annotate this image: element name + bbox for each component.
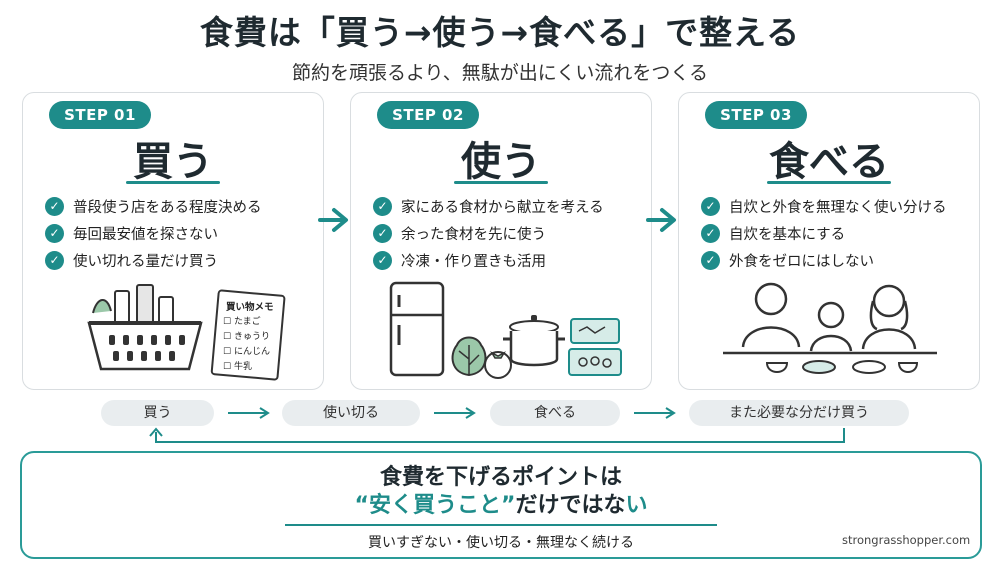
list-item: ✓ 余った食材を先に使う [373,220,604,247]
key-point-quote: “安く買うこと” [354,493,516,518]
lettuce-icon [451,336,487,377]
step-badge: STEP 01 [49,101,151,129]
key-point-box: 食費を下げるポイントは “安く買うこと”だけではない 買いすぎない・使い切る・無… [20,451,982,559]
step-badge: STEP 03 [705,101,807,129]
step-title: 食べる [769,139,889,185]
step-checklist: ✓ 家にある食材から献立を考える ✓ 余った食材を先に使う ✓ 冷凍・作り置きも活用 [373,193,604,274]
step-title: 使う [461,139,541,185]
key-point-emphasis: “安く買うこと”だけではない [22,487,980,519]
site-credit: strongrasshopper.com [842,533,971,547]
list-item: ✓ 自炊を基本にする [701,220,947,247]
list-item-label: 外食をゼロにはしない [729,254,874,270]
list-item-label: 冷凍・作り置きも活用 [401,254,546,270]
flow-step-use-up: 使い切る [282,400,420,426]
list-item-label: 毎回最安値を探さない [73,227,218,243]
arrow-right-icon [634,407,676,419]
memo-line: ☐ にんじん [223,347,270,357]
page-subtitle: 節約を頑張るより、無駄が出にくい流れをつくる [291,62,709,84]
list-item-label: 使い切れる量だけ買う [73,254,218,270]
family-meal-icon [723,282,937,374]
step-checklist: ✓ 普段使う店をある程度決める ✓ 毎回最安値を探さない ✓ 使い切れる量だけ買う [45,193,262,274]
arrow-right-icon [228,407,270,419]
memo-list: ☐ たまご ☐ きゅうり ☐ にんじん ☐ 牛乳 [223,315,270,375]
list-item-label: 自炊を基本にする [729,227,846,243]
check-icon: ✓ [373,251,392,270]
list-item: ✓ 冷凍・作り置きも活用 [373,247,604,274]
title-underline [454,181,548,184]
return-arrow-icon [149,427,845,443]
check-icon: ✓ [701,197,720,216]
memo-line: ☐ きゅうり [223,332,270,342]
flow-step-eat: 食べる [490,400,620,426]
arrow-right-icon [646,208,676,232]
check-icon: ✓ [373,197,392,216]
step-badge: STEP 02 [377,101,479,129]
check-icon: ✓ [701,224,720,243]
pot-icon [503,315,565,367]
key-point-end: い [625,493,648,518]
step-title: 買う [133,139,213,185]
list-item-label: 余った食材を先に使う [401,227,546,243]
tomato-icon [484,351,512,379]
list-item: ✓ 家にある食材から献立を考える [373,193,604,220]
check-icon: ✓ [701,251,720,270]
list-item: ✓ 外食をゼロにはしない [701,247,947,274]
list-item: ✓ 毎回最安値を探さない [45,220,262,247]
list-item: ✓ 普段使う店をある程度決める [45,193,262,220]
basket-icon [87,284,203,371]
step-card-buy: STEP 01 買う ✓ 普段使う店をある程度決める ✓ 毎回最安値を探さない ✓ 使… [22,92,324,390]
step-checklist: ✓ 自炊と外食を無理なく使い分ける ✓ 自炊を基本にする ✓ 外食をゼロにはしない [701,193,947,274]
arrow-right-icon [434,407,476,419]
check-icon: ✓ [45,251,64,270]
list-item: ✓ 自炊と外食を無理なく使い分ける [701,193,947,220]
title-underline [767,181,891,184]
key-point-middle: だけではな [515,493,626,518]
flow-step-buy: 買う [101,400,214,426]
page-title: 食費は「買う→使う→食べる」で整える [199,13,801,52]
shopping-memo-icon [210,289,286,381]
key-point-heading: 食費を下げるポイントは [379,465,622,490]
memo-line: ☐ 牛乳 [223,362,252,372]
divider [285,524,717,526]
memo-line: ☐ たまご [223,317,261,327]
list-item: ✓ 使い切れる量だけ買う [45,247,262,274]
arrow-right-icon [318,208,348,232]
step-card-eat: STEP 03 食べる ✓ 自炊と外食を無理なく使い分ける ✓ 自炊を基本にする ✓… [678,92,980,390]
check-icon: ✓ [373,224,392,243]
step-card-use: STEP 02 使う ✓ 家にある食材から献立を考える ✓ 余った食材を先に使う ✓… [350,92,652,390]
title-underline [126,181,220,184]
refrigerator-icon [389,281,445,377]
key-point-summary: 買いすぎない・使い切る・無理なく続ける [368,535,634,551]
check-icon: ✓ [45,224,64,243]
list-item-label: 普段使う店をある程度決める [73,200,262,216]
list-item-label: 家にある食材から献立を考える [401,200,604,216]
check-icon: ✓ [45,197,64,216]
food-container-icon [568,318,622,376]
list-item-label: 自炊と外食を無理なく使い分ける [729,200,947,216]
flow-step-buy-again: また必要な分だけ買う [689,400,909,426]
memo-heading: 買い物メモ [226,302,274,313]
